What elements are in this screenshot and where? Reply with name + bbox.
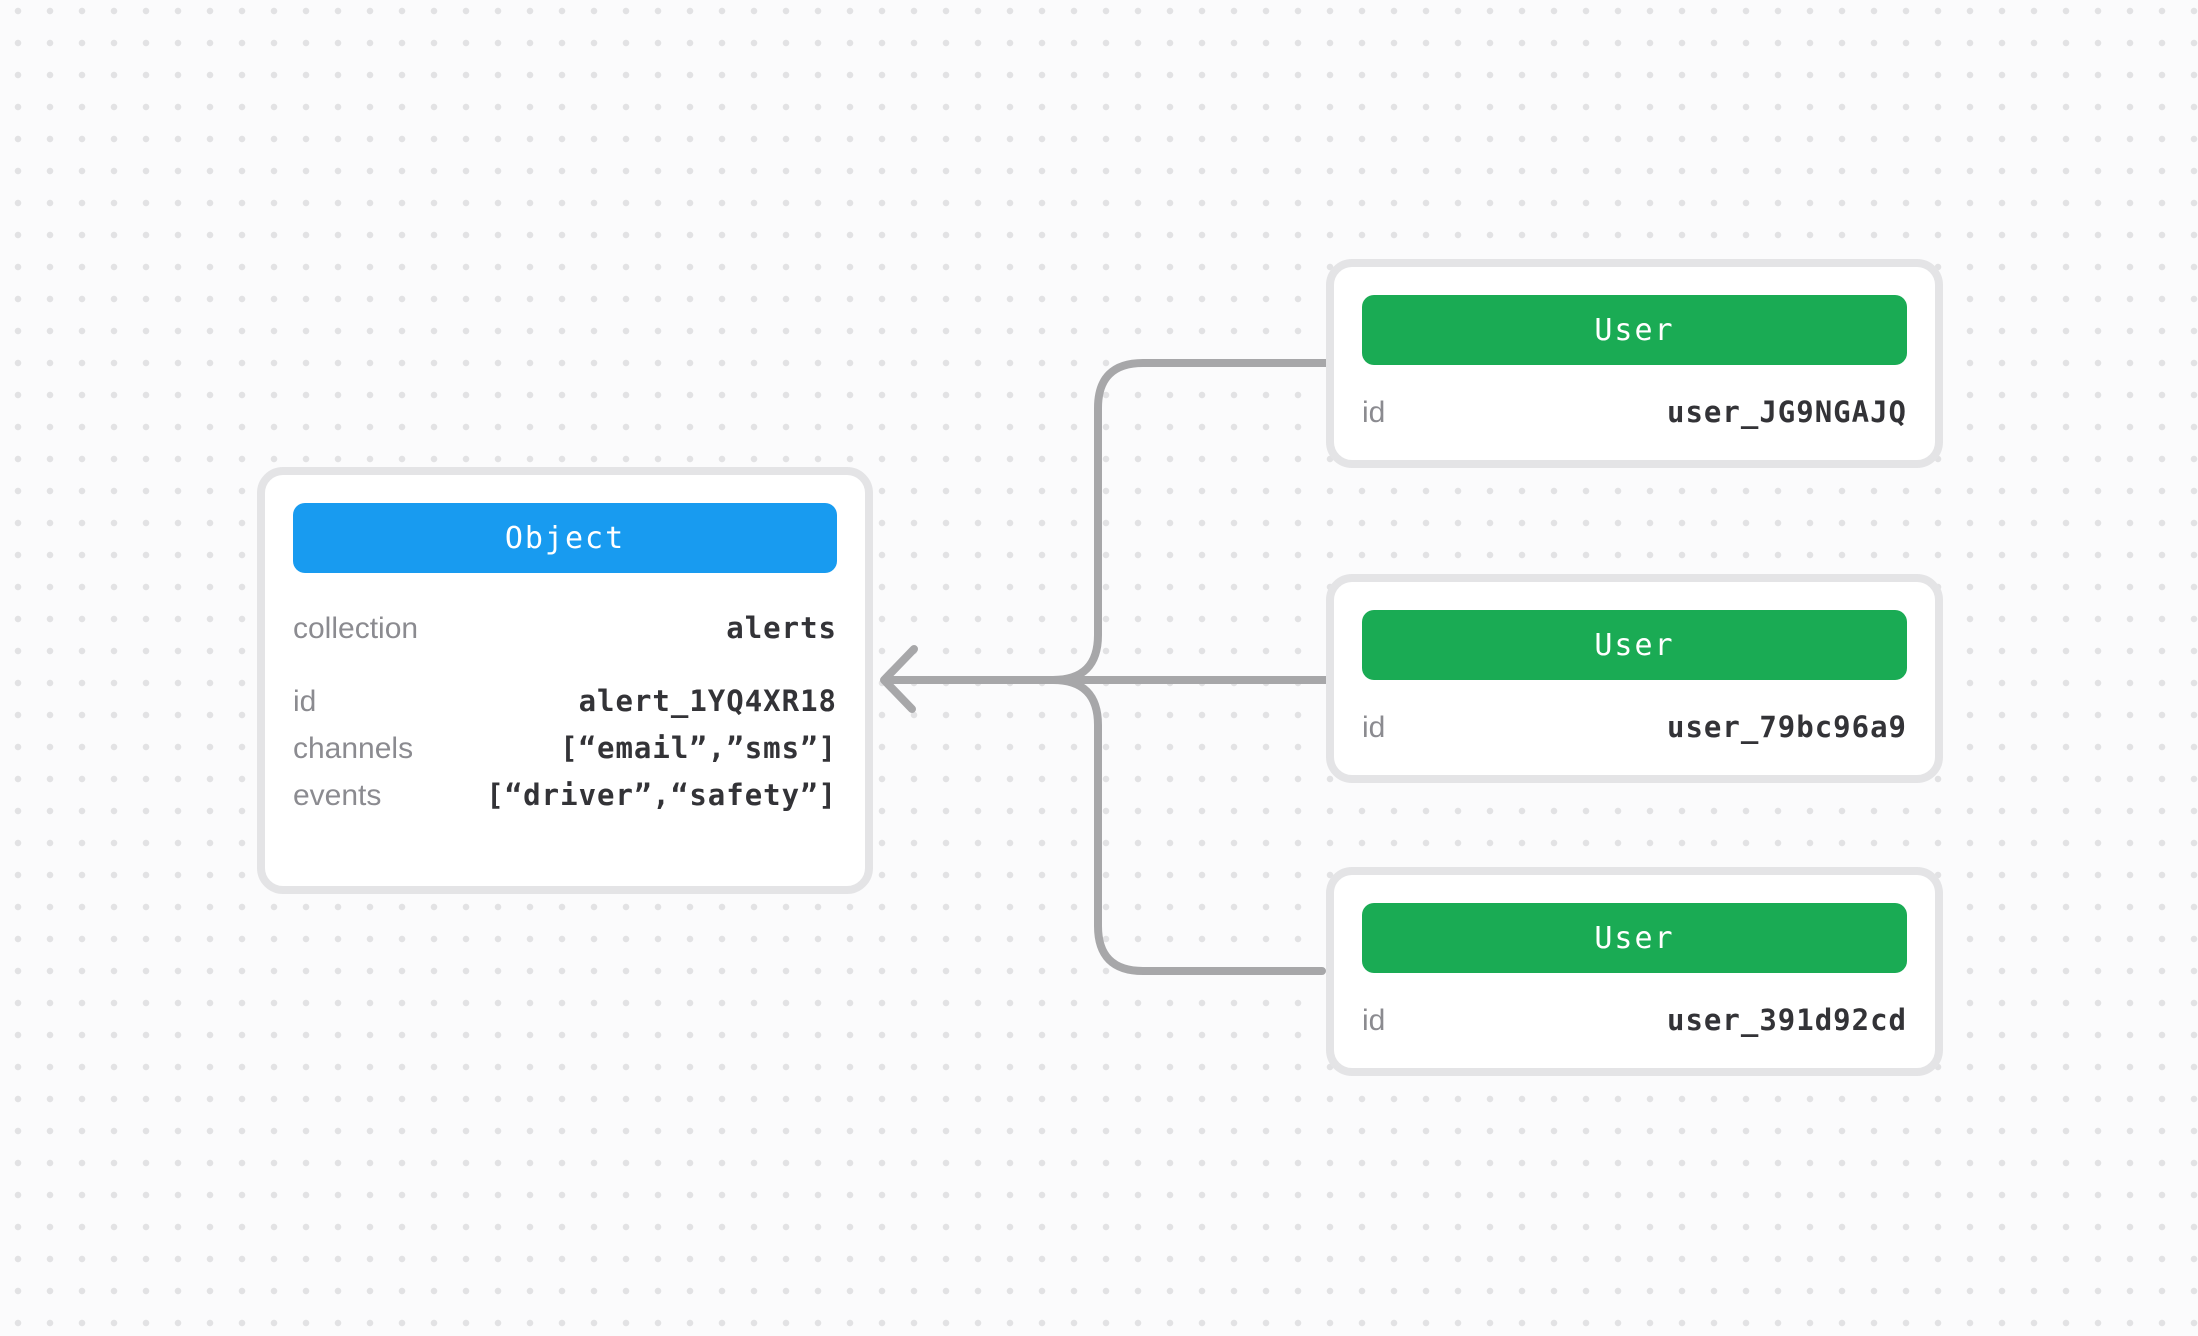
field-row-id: id user_79bc96a9 [1362,704,1907,751]
field-value: alert_1YQ4XR18 [578,684,837,718]
user-node-fields: id user_79bc96a9 [1362,704,1907,751]
user-node-header: User [1362,295,1907,365]
user-node-header: User [1362,903,1907,973]
connector-bottom-branch [926,676,1326,975]
field-row-channels: channels [“email”,”sms”] [293,725,837,772]
user-node-title: User [1594,627,1675,663]
field-label: id [1362,1004,1386,1037]
user-node-title: User [1594,920,1675,956]
arrow-left-icon [880,645,918,713]
user-node-1[interactable]: User id user_JG9NGAJQ [1326,259,1943,468]
field-row-collection: collection alerts [293,605,837,652]
field-label: events [293,779,382,812]
object-node-title: Object [504,520,626,556]
field-value: [“driver”,“safety”] [486,778,837,812]
field-label: id [293,685,317,718]
field-label: id [1362,711,1386,744]
user-node-header: User [1362,610,1907,680]
field-row-id: id alert_1YQ4XR18 [293,678,837,725]
field-value: [“email”,”sms”] [560,731,837,765]
field-value: user_JG9NGAJQ [1667,395,1907,429]
field-row-id: id user_JG9NGAJQ [1362,389,1907,436]
object-node-fields: collection alerts id alert_1YQ4XR18 chan… [293,605,837,819]
object-node-header: Object [293,503,837,573]
user-node-3[interactable]: User id user_391d92cd [1326,867,1943,1076]
connector-top-branch [926,359,1340,684]
field-label: id [1362,396,1386,429]
field-value: user_79bc96a9 [1667,710,1907,744]
user-node-fields: id user_391d92cd [1362,997,1907,1044]
field-value: alerts [726,611,837,645]
field-value: user_391d92cd [1667,1003,1907,1037]
user-node-fields: id user_JG9NGAJQ [1362,389,1907,436]
user-node-title: User [1594,312,1675,348]
field-label: collection [293,612,419,645]
field-row-id: id user_391d92cd [1362,997,1907,1044]
object-node[interactable]: Object collection alerts id alert_1YQ4XR… [257,467,873,894]
field-row-events: events [“driver”,“safety”] [293,772,837,819]
user-node-2[interactable]: User id user_79bc96a9 [1326,574,1943,783]
field-label: channels [293,732,414,765]
